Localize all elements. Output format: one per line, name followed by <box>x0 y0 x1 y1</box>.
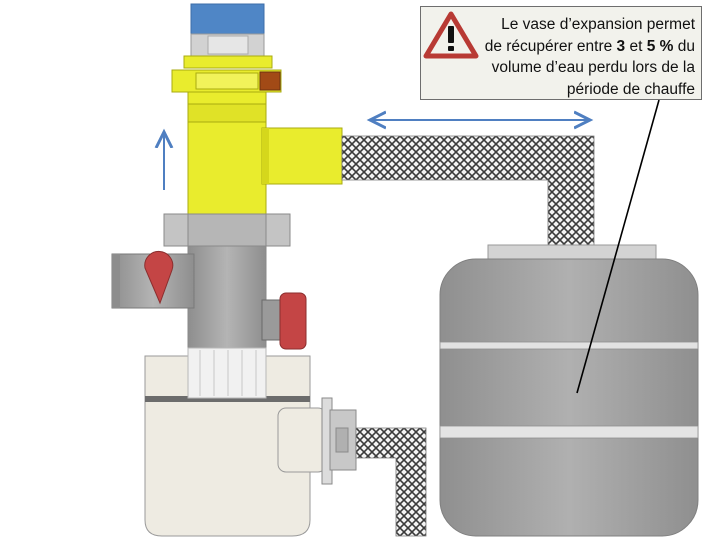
callout-text: Le vase d’expansion permet de récupérer … <box>473 14 695 100</box>
callout-line-2c: et <box>625 37 647 55</box>
expansion-tank <box>439 244 699 537</box>
upper-braided-hose <box>341 135 595 247</box>
pot-body <box>144 347 357 537</box>
yellow-fitting <box>171 55 343 217</box>
left-valve <box>111 250 195 309</box>
callout-line-2e: du <box>673 37 695 55</box>
lower-braided-hose <box>355 427 427 537</box>
callout-box: Le vase d’expansion permet de récupérer … <box>420 6 702 100</box>
callout-line-2: de récupérer entre 3 et 5 % du <box>473 36 695 58</box>
callout-value-3: 3 <box>616 37 626 55</box>
grey-pipe <box>163 213 291 359</box>
callout-value-5: 5 % <box>646 37 674 55</box>
warning-triangle-icon <box>423 11 479 59</box>
red-knob <box>261 292 307 350</box>
callout-line-1: Le vase d’expansion permet <box>501 16 695 33</box>
callout-line-2a: de récupérer entre <box>484 37 617 55</box>
callout-line-4: période de chauffe <box>566 80 695 98</box>
callout-line-3: volume d’eau perdu lors de la <box>491 59 695 76</box>
callout-pointer-line <box>576 99 660 394</box>
blue-cap <box>190 3 265 57</box>
